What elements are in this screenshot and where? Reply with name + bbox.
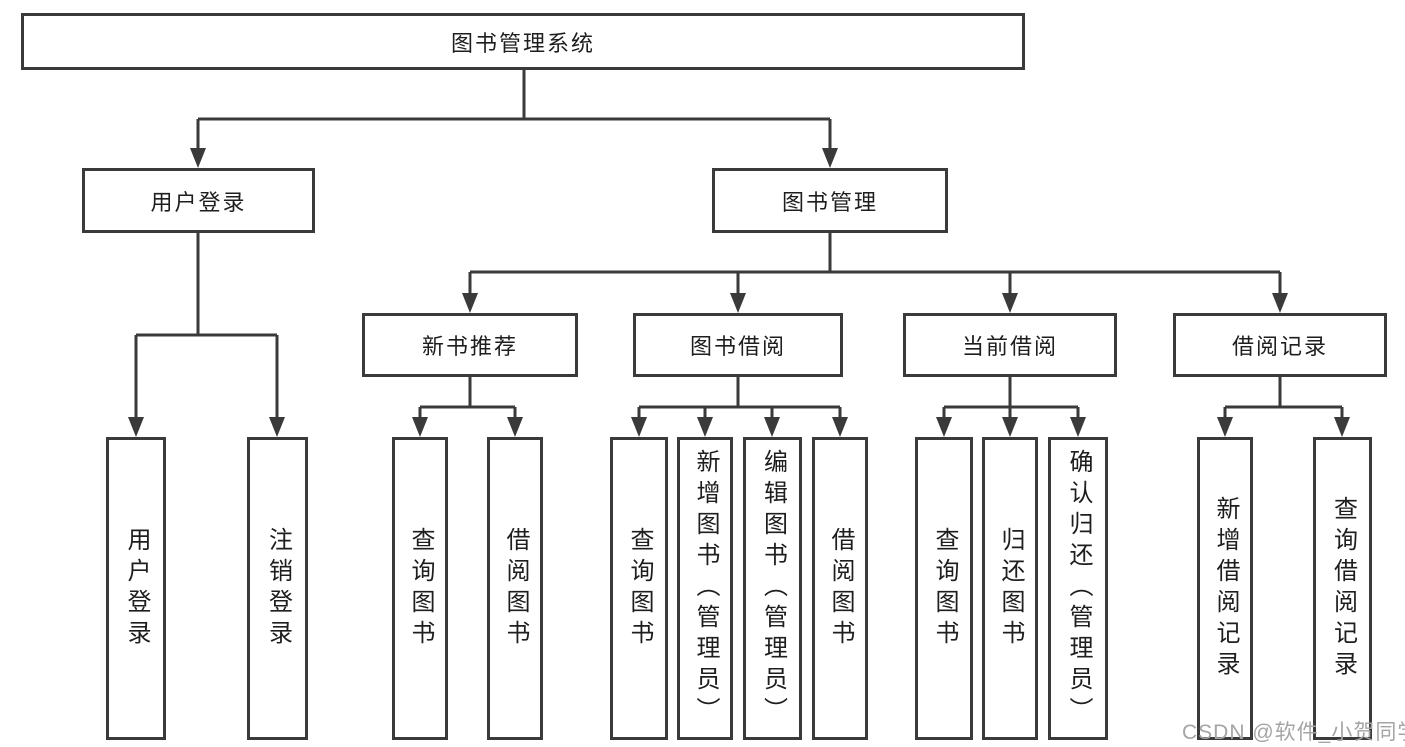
leaf-confirm-return-admin: 确认归还（管理员） [1048,437,1108,740]
leaf-confirm-return-admin-label: 确认归还（管理员） [1065,449,1092,728]
leaf-borrow-books-label: 借阅图书 [827,526,854,651]
leaf-query-books-borrow-label: 查询图书 [626,526,653,651]
leaf-return-books: 归还图书 [982,437,1038,740]
leaf-edit-books-admin: 编辑图书（管理员） [743,437,802,740]
leaf-query-books-current: 查询图书 [915,437,973,740]
leaf-add-borrow-record-label: 新增借阅记录 [1212,495,1239,682]
leaf-borrow-books: 借阅图书 [812,437,868,740]
node-borrow-records: 借阅记录 [1173,313,1387,377]
node-current-borrow: 当前借阅 [903,313,1117,377]
leaf-user-login-label: 用户登录 [123,526,150,651]
leaf-query-books-current-label: 查询图书 [931,526,958,651]
node-new-book-recommend: 新书推荐 [362,313,578,377]
leaf-add-books-admin: 新增图书（管理员） [677,437,733,740]
leaf-return-books-label: 归还图书 [997,526,1024,651]
node-book-management: 图书管理 [712,168,948,233]
leaf-borrow-books-recommend: 借阅图书 [487,437,543,740]
leaf-query-borrow-record: 查询借阅记录 [1313,437,1372,740]
leaf-logout-label: 注销登录 [264,526,292,651]
leaf-user-login: 用户登录 [106,437,166,740]
leaf-add-books-admin-label: 新增图书（管理员） [692,449,719,728]
csdn-watermark: CSDN @软件_小贺同学 [1182,721,1405,744]
node-root-system: 图书管理系统 [21,13,1025,70]
leaf-query-borrow-record-label: 查询借阅记录 [1329,495,1357,682]
leaf-borrow-books-recommend-label: 借阅图书 [502,526,529,651]
leaf-add-borrow-record: 新增借阅记录 [1197,437,1253,740]
leaf-edit-books-admin-label: 编辑图书（管理员） [759,449,787,728]
node-user-login: 用户登录 [82,168,315,233]
leaf-query-books-recommend-label: 查询图书 [407,526,434,651]
leaf-logout: 注销登录 [247,437,308,740]
node-book-borrow: 图书借阅 [633,313,843,377]
leaf-query-books-recommend: 查询图书 [392,437,448,740]
leaf-query-books-borrow: 查询图书 [610,437,668,740]
